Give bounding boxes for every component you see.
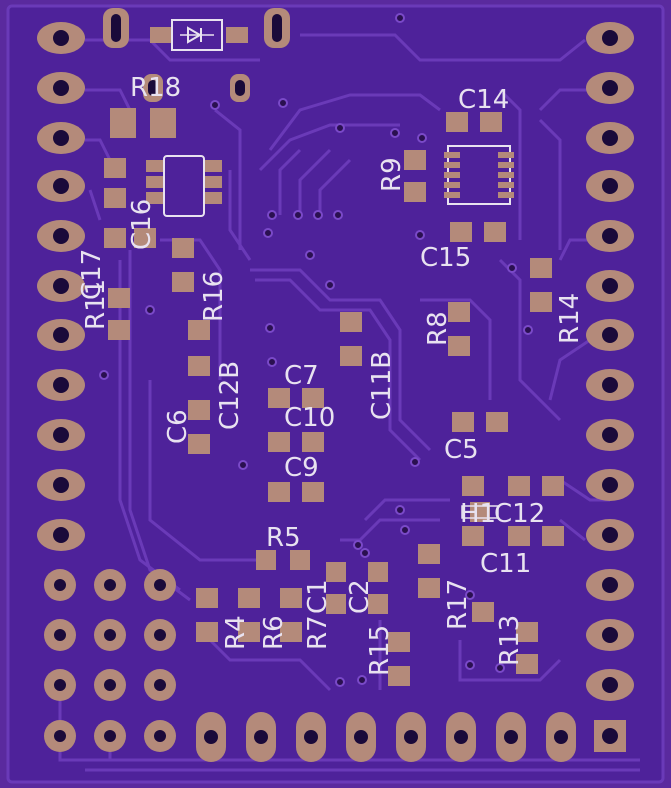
label-C2: C2 <box>345 579 375 614</box>
silkscreen-labels: R18 C14 R9 C16 C17 R11 R16 C15 R14 R8 C1… <box>77 73 585 676</box>
label-R18: R18 <box>130 73 181 103</box>
header-right-holes <box>602 30 618 744</box>
label-C12: C12 <box>494 499 545 529</box>
vias <box>99 13 533 687</box>
copper-pour <box>6 4 665 784</box>
label-R16: R16 <box>199 271 229 322</box>
label-C15: C15 <box>420 243 471 273</box>
label-C6: C6 <box>163 409 193 444</box>
label-R13: R13 <box>495 615 525 666</box>
top-slots <box>103 8 290 102</box>
label-C9: C9 <box>284 453 319 483</box>
label-C11B: C11B <box>367 351 397 420</box>
label-C5: C5 <box>444 435 479 465</box>
part-h1 <box>461 502 499 522</box>
ic-u2 <box>163 155 205 217</box>
label-R5: R5 <box>266 523 301 553</box>
label-R14: R14 <box>555 293 585 344</box>
header-bottom-holes <box>204 730 568 744</box>
label-R8: R8 <box>423 311 453 346</box>
label-C17: C17 <box>77 249 107 300</box>
ic-u1 <box>444 145 514 205</box>
label-C16: C16 <box>127 199 157 250</box>
label-R11: R11 <box>81 279 111 330</box>
label-C10: C10 <box>284 403 335 433</box>
label-C12B: C12B <box>215 361 245 430</box>
header-left-holes <box>53 30 69 543</box>
label-R6: R6 <box>259 615 289 650</box>
label-H1: H1 <box>460 499 496 529</box>
label-R9: R9 <box>377 157 407 192</box>
label-C1: C1 <box>303 579 333 614</box>
label-C11: C11 <box>480 549 531 579</box>
label-C7: C7 <box>284 361 319 391</box>
label-R17: R17 <box>443 579 473 630</box>
pin-grid-holes <box>54 579 166 742</box>
label-R15: R15 <box>365 625 395 676</box>
label-R7: R7 <box>303 615 333 650</box>
label-R4: R4 <box>221 615 251 650</box>
label-C14: C14 <box>458 85 509 115</box>
smd-pads <box>104 108 564 686</box>
diode-d1 <box>150 19 248 51</box>
